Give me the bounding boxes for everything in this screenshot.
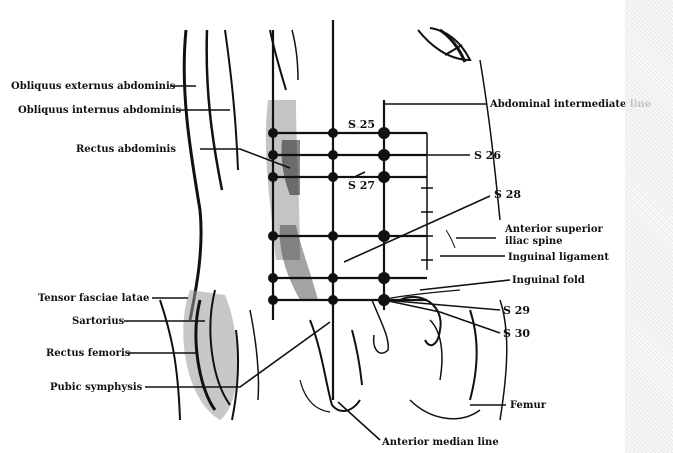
right-labels: Abdominal intermediate line Anterior sup… [381, 99, 651, 448]
scan-noise-strip [625, 0, 673, 453]
acupoint-dot [268, 172, 278, 182]
acupoint-dot [378, 230, 390, 242]
acupoint-dot [328, 295, 338, 305]
acupoint-dot [328, 150, 338, 160]
label-s29: S 29 [503, 304, 530, 317]
acupoint-dot [268, 231, 278, 241]
acupoint-dot [268, 128, 278, 138]
label-tensor-fasciae-latae: Tensor fasciae latae [38, 293, 149, 304]
label-s27: S 27 [348, 179, 375, 192]
label-s25: S 25 [348, 118, 375, 131]
label-asis-line-2: iliac spine [505, 236, 563, 247]
acupoint-dot [268, 273, 278, 283]
label-rectus-abdominis: Rectus abdominis [76, 144, 176, 155]
left-labels: Obliquus externus abdominis Obliquus int… [11, 81, 182, 393]
label-inguinal-ligament: Inguinal ligament [508, 252, 609, 263]
acupoint-dot [268, 295, 278, 305]
label-rectus-femoris: Rectus femoris [46, 348, 131, 359]
acupoint-dot [378, 171, 390, 183]
label-s30: S 30 [503, 327, 530, 340]
leader-lines [124, 86, 510, 440]
leader-inguinal-fold [420, 280, 510, 290]
acupoint-dot [328, 231, 338, 241]
leader-anterior-median [338, 402, 380, 440]
label-obliquus-externus: Obliquus externus abdominis [11, 81, 176, 92]
acupoint-dot [328, 128, 338, 138]
label-s28: S 28 [494, 188, 521, 201]
leader-s28 [344, 196, 490, 262]
label-femur: Femur [510, 400, 547, 411]
label-pubic-symphysis: Pubic symphysis [50, 382, 143, 393]
label-anterior-median-line: Anterior median line [381, 437, 499, 448]
acupoint-dot [378, 272, 390, 284]
acupoint-dot [328, 172, 338, 182]
label-inguinal-fold: Inguinal fold [512, 275, 585, 286]
label-sartorius: Sartorius [72, 316, 125, 327]
label-s26: S 26 [474, 149, 501, 162]
label-asis-line-1: Anterior superior [504, 224, 603, 235]
leader-s29 [384, 300, 500, 310]
acupoint-dot [378, 127, 390, 139]
acupoint-labels: S 25 S 26 S 27 S 28 S 29 S 30 [346, 117, 530, 340]
label-obliquus-internus: Obliquus internus abdominis [18, 105, 182, 116]
acupoint-dot [328, 273, 338, 283]
acupoint-dot [268, 150, 278, 160]
